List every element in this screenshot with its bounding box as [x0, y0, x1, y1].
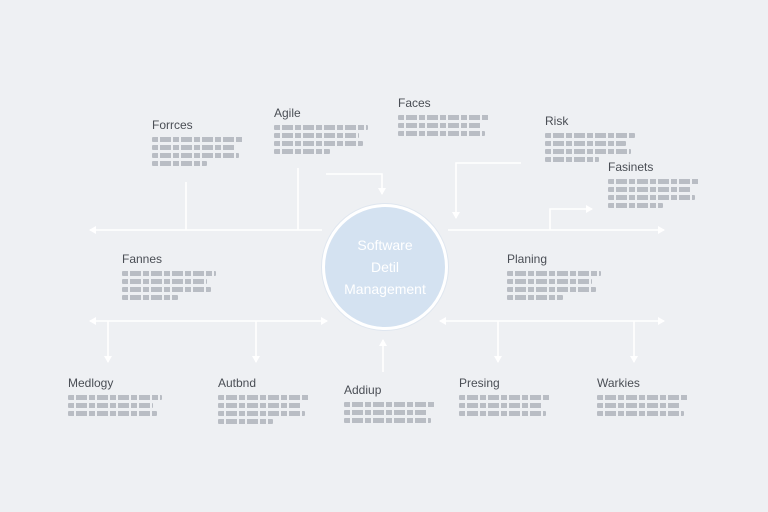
node-presing: Presing text text text [459, 376, 551, 416]
node-fasinets: Fasinets text text text text [608, 160, 700, 208]
node-description: text text text text [274, 125, 368, 154]
node-description-line: text [344, 402, 436, 407]
node-description-line: text [274, 141, 363, 146]
node-description-line: text [545, 133, 635, 138]
node-title: Agile [274, 106, 301, 120]
node-description: text text text [68, 395, 162, 416]
node-title: Planing [507, 252, 548, 266]
node-description-line: text [507, 295, 563, 300]
node-description: text text text [398, 115, 490, 136]
node-title: Medlogy [68, 376, 114, 390]
node-addiup: Addiup text text text [344, 383, 436, 423]
node-description: text text text text [218, 395, 310, 424]
node-description-line: text [545, 141, 626, 146]
node-description-line: text [545, 149, 631, 154]
node-description: text text text text [122, 271, 216, 300]
node-title: Autbnd [218, 376, 257, 390]
node-description-line: text [398, 131, 485, 136]
node-planing: Planing text text text text [507, 252, 601, 300]
node-description-line: text [274, 133, 359, 138]
node-description: text text text text [152, 137, 244, 166]
node-faces: Faces text text text [398, 96, 490, 136]
node-autbnd: Autbnd text text text text [218, 376, 310, 424]
node-description-line: text [218, 411, 305, 416]
node-description-line: text [459, 403, 542, 408]
node-description-line: text [507, 279, 592, 284]
node-description-line: text [507, 271, 601, 276]
node-description-line: text [507, 287, 596, 292]
node-description-line: text [274, 149, 330, 154]
node-description-line: text [344, 410, 427, 415]
node-description-line: text [152, 161, 207, 166]
node-description-line: text [608, 187, 691, 192]
node-medlogy: Medlogy text text text [68, 376, 162, 416]
node-description-line: text [274, 125, 368, 130]
node-description: text text text [344, 402, 436, 423]
node-description-line: text [597, 395, 689, 400]
node-description-line: text [122, 271, 216, 276]
connector-risk [452, 162, 521, 219]
node-description-line: text [152, 137, 244, 142]
node-description-line: text [608, 179, 700, 184]
node-description-line: text [608, 195, 695, 200]
node-description: text text text [459, 395, 551, 416]
node-description: text text text text [507, 271, 601, 300]
center-hub-line-2: Detil [370, 259, 399, 275]
node-description-line: text [398, 123, 481, 128]
node-description-line: text [218, 419, 273, 424]
node-title: Warkies [597, 376, 640, 390]
node-description-line: text [398, 115, 490, 120]
connector-fasinets [549, 205, 593, 230]
node-description-line: text [152, 145, 235, 150]
node-description-line: text [459, 395, 551, 400]
node-title: Forrces [152, 118, 193, 132]
node-description-line: text [344, 418, 431, 423]
center-hub-line-1: Software [357, 237, 413, 253]
node-description-line: text [122, 295, 178, 300]
node-description-line: text [152, 153, 239, 158]
node-description-line: text [122, 279, 207, 284]
node-description-line: text [68, 403, 153, 408]
node-title: Risk [545, 114, 569, 128]
center-hub-line-3: Management [344, 281, 426, 297]
node-warkies: Warkies text text text [597, 376, 689, 416]
node-description-line: text [68, 411, 157, 416]
node-title: Fannes [122, 252, 163, 266]
node-description: text text text [597, 395, 689, 416]
node-title: Presing [459, 376, 500, 390]
node-description-line: text [597, 411, 684, 416]
connector-faces [326, 173, 386, 195]
center-hub: Software Detil Management [322, 204, 448, 330]
node-forrces: Forrces text text text text [152, 118, 244, 166]
node-description-line: text [68, 395, 162, 400]
node-description-line: text [459, 411, 546, 416]
node-description: text text text text [545, 133, 635, 162]
node-description-line: text [608, 203, 663, 208]
node-description-line: text [545, 157, 599, 162]
node-agile: Agile text text text text [274, 106, 368, 154]
node-description: text text text text [608, 179, 700, 208]
node-fannes: Fannes text text text text [122, 252, 216, 300]
node-title: Fasinets [608, 160, 654, 174]
node-description-line: text [218, 403, 301, 408]
node-title: Faces [398, 96, 431, 110]
node-title: Addiup [344, 383, 382, 397]
node-description-line: text [597, 403, 680, 408]
node-description-line: text [122, 287, 211, 292]
node-risk: Risk text text text text [545, 114, 635, 162]
node-description-line: text [218, 395, 310, 400]
